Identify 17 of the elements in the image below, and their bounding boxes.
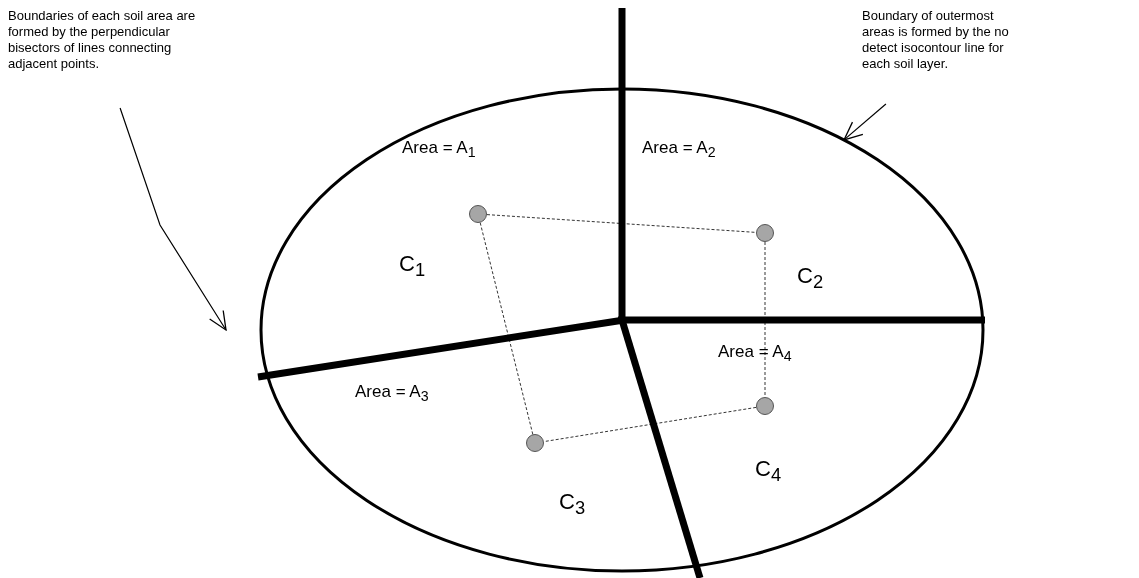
area-label: Area = A$_{3}$ [355, 382, 429, 405]
dashed-connector [486, 214, 757, 233]
leader-arrow [843, 103, 887, 141]
area-label: Area = A$_{2}$ [642, 138, 716, 161]
dashed-connector [764, 241, 766, 398]
leader-arrow [119, 107, 227, 331]
point-label: C$_{2}$ [797, 263, 824, 294]
point-label: C$_{1}$ [399, 251, 426, 282]
dashed-connector [543, 407, 757, 442]
note-text: Boundaries of each soil area are formed by the perpendicular bisectors of lines connecting adjacent points. [8, 8, 198, 108]
area-label: Area = A$_{4}$ [718, 342, 792, 365]
area-label: Area = A$_{1}$ [402, 138, 476, 161]
point-label: C$_{3}$ [559, 489, 586, 520]
boundary-ellipse [259, 87, 985, 573]
note-text: Boundary of outermost areas is formed by the no detect isocontour line for each soil layer. [862, 8, 1022, 104]
point-label: C$_{4}$ [755, 456, 782, 487]
dashed-connector [479, 222, 534, 435]
